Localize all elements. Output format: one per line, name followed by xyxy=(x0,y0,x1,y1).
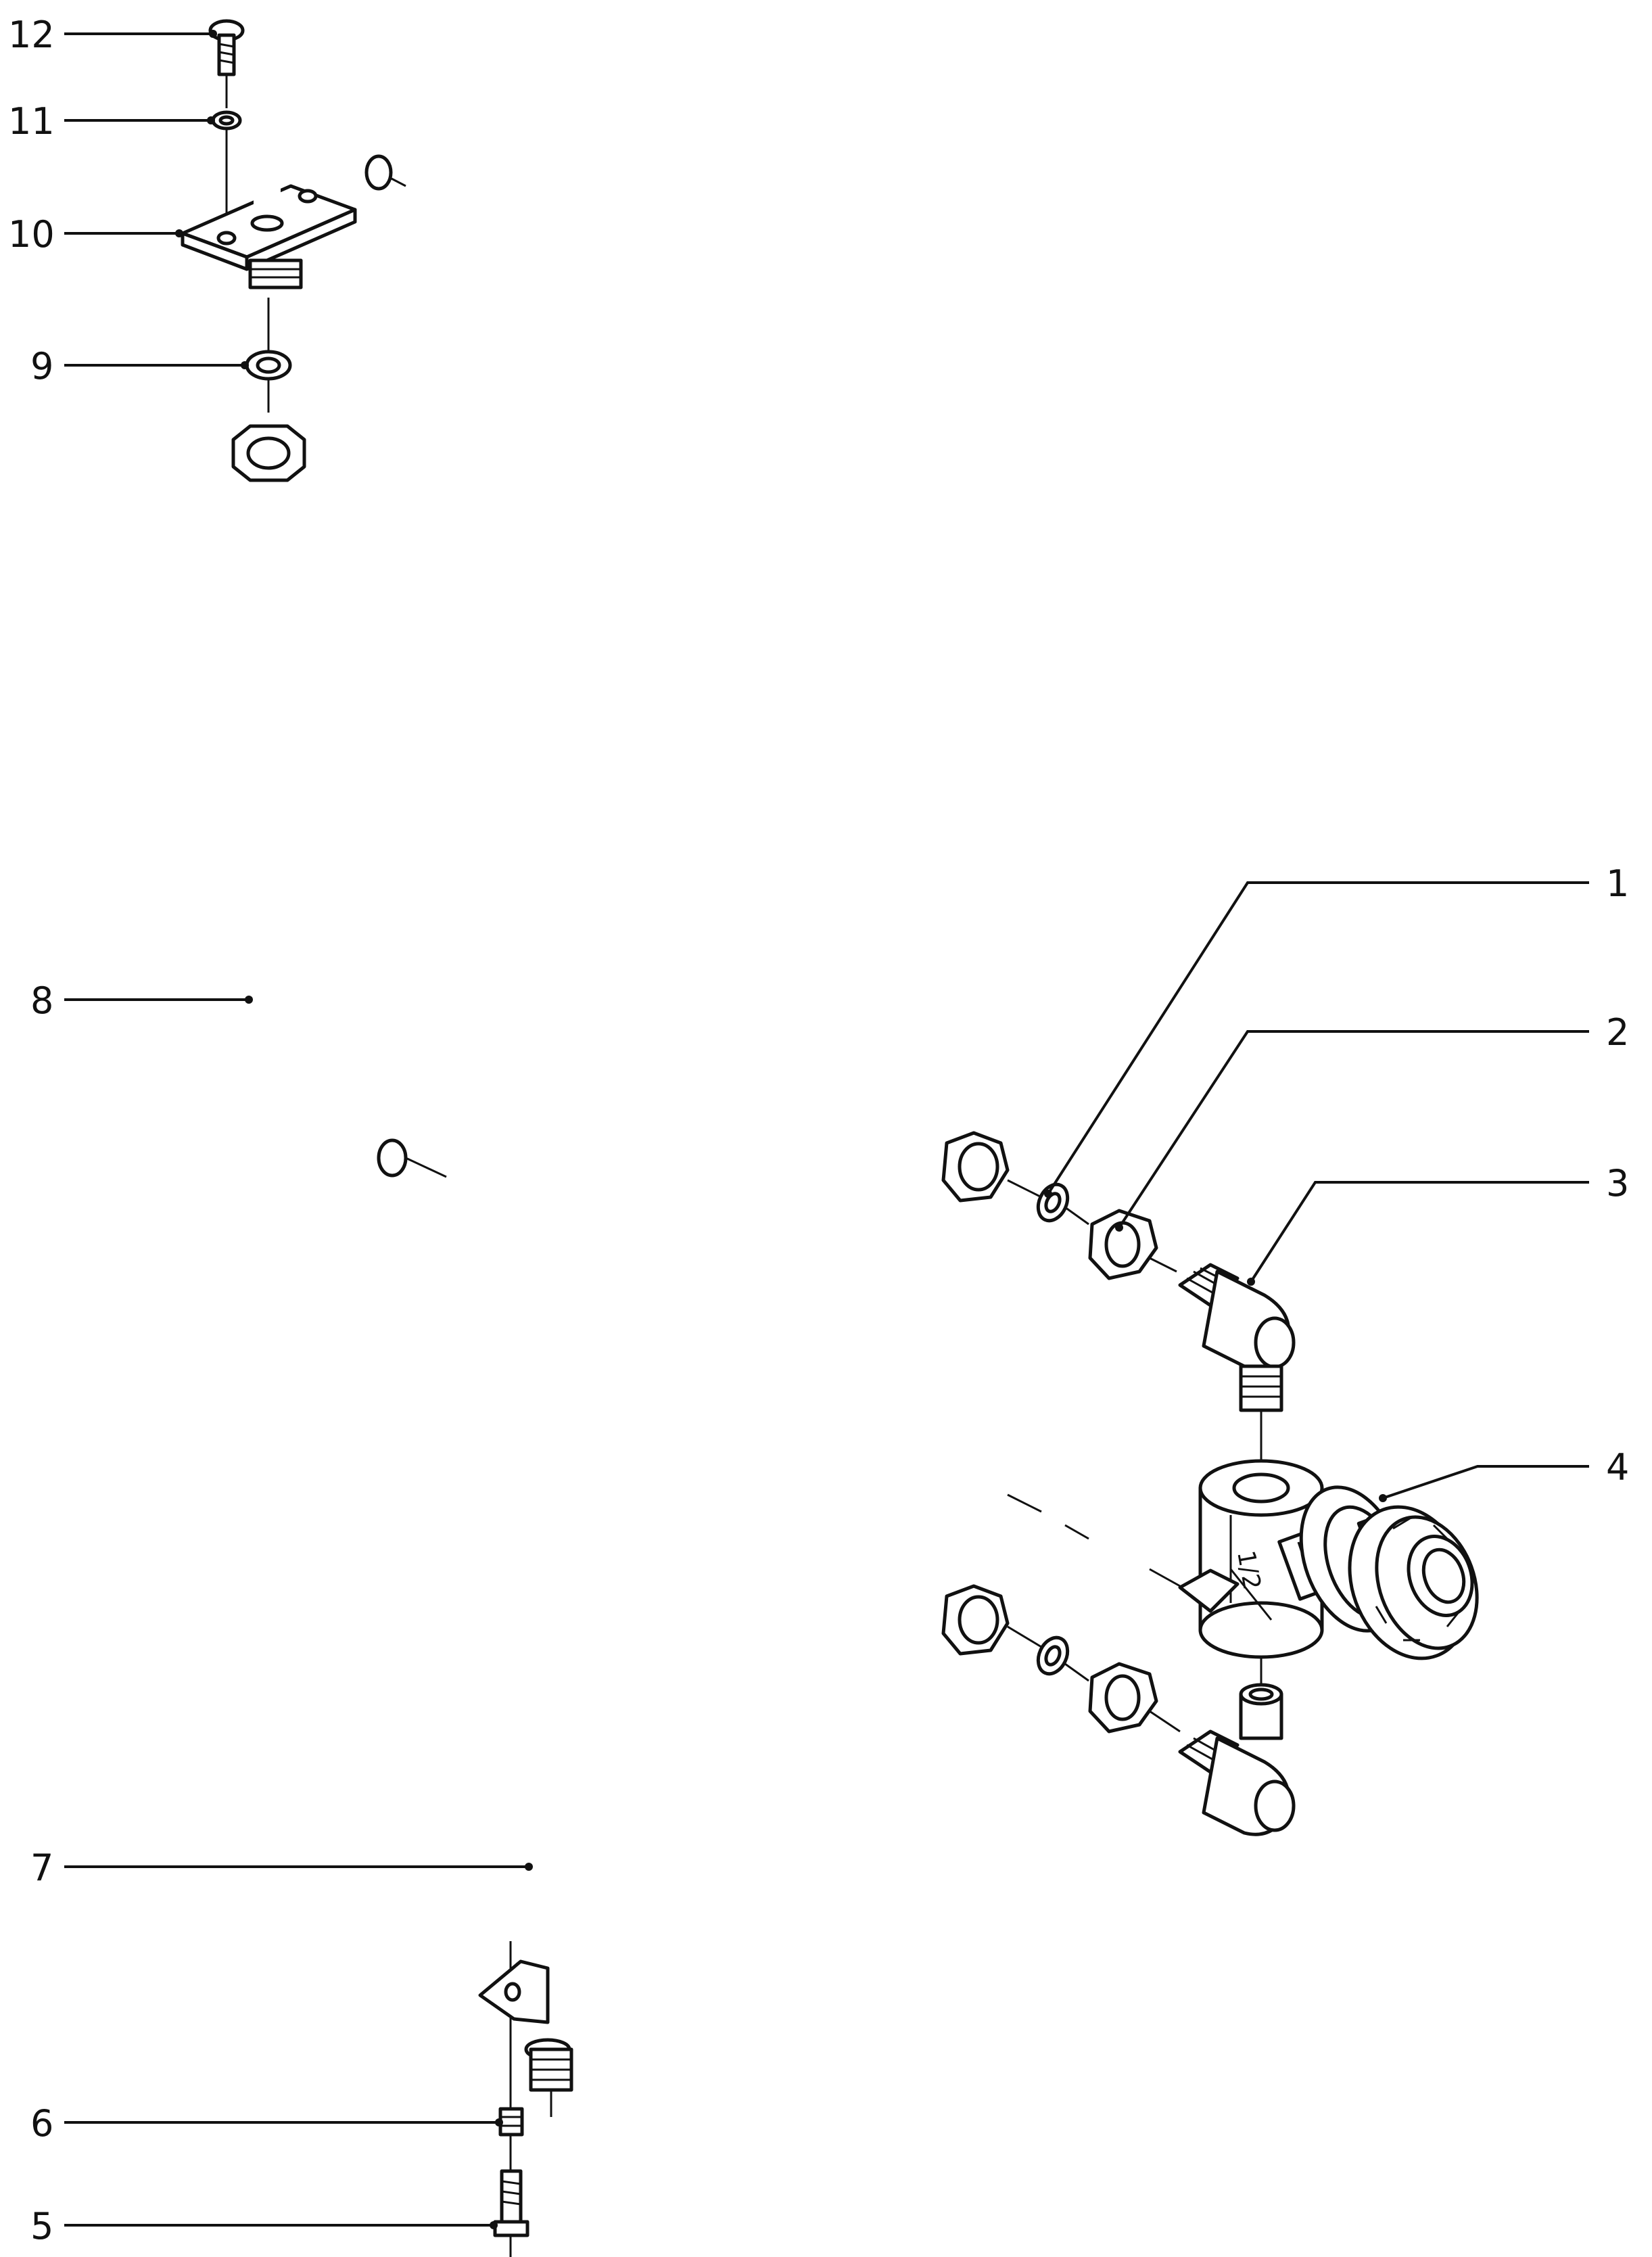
nut-lower xyxy=(1088,1662,1158,1734)
washer-9 xyxy=(245,350,292,381)
callout-labels: 1 2 3 4 5 6 7 8 9 10 11 12 xyxy=(8,14,1629,2248)
callout-8: 8 xyxy=(30,979,53,1022)
pipe-7 xyxy=(478,1453,1010,2117)
callout-1: 1 xyxy=(1606,862,1629,905)
callout-10: 10 xyxy=(8,213,55,256)
callout-3: 3 xyxy=(1606,1162,1629,1205)
washer-11 xyxy=(211,110,242,131)
callout-2: 2 xyxy=(1606,1011,1629,1054)
leader-3 xyxy=(1250,1181,1589,1283)
valve-4 xyxy=(1277,1485,1479,1660)
pipe-8 xyxy=(231,424,1010,1275)
screw-12 xyxy=(208,19,245,76)
nut-2 xyxy=(1088,1209,1158,1280)
bracket-10 xyxy=(181,121,406,289)
bolt-5 xyxy=(493,2169,529,2237)
callout-6: 6 xyxy=(30,2102,53,2145)
callout-5: 5 xyxy=(30,2205,53,2248)
pipe-7-end-nut xyxy=(941,1584,1010,1656)
leader-2 xyxy=(1118,1030,1589,1229)
callout-4: 4 xyxy=(1606,1446,1629,1489)
nut-6 xyxy=(498,2107,524,2137)
leader-4 xyxy=(1382,1465,1589,1499)
elbow-lower xyxy=(1178,1568,1296,1836)
callout-11: 11 xyxy=(8,100,55,143)
leader-lines xyxy=(64,30,1589,2229)
callout-7: 7 xyxy=(30,1846,53,1889)
washer-lower xyxy=(1036,1635,1070,1676)
leader-1 xyxy=(1047,881,1589,1195)
callout-12: 12 xyxy=(8,14,55,56)
pipe-8-end-nut xyxy=(941,1131,1010,1203)
assembly-axis-lines xyxy=(225,41,1262,2257)
callout-9: 9 xyxy=(30,345,53,388)
elbow-3 xyxy=(1178,1263,1296,1412)
